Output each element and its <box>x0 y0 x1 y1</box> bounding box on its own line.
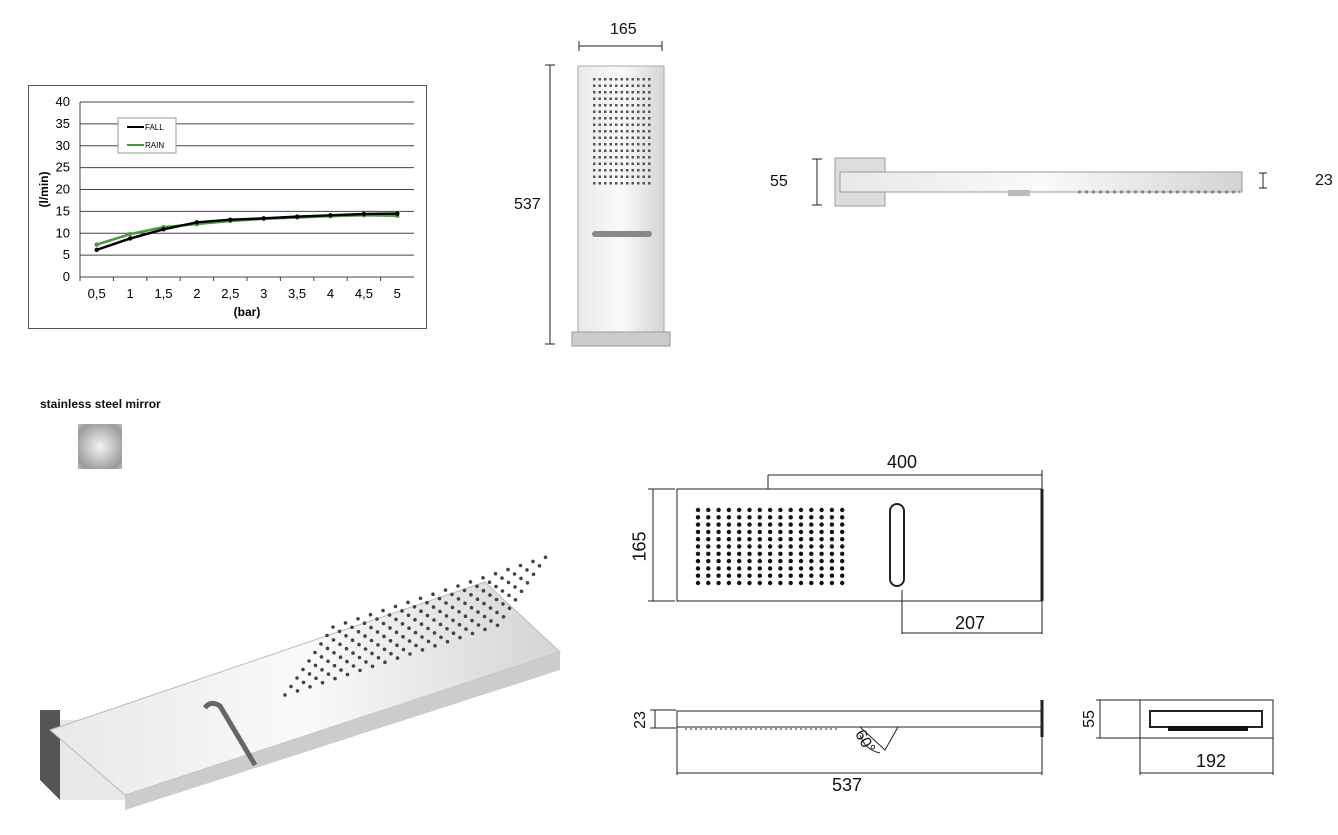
side-view-drawing <box>812 157 1267 207</box>
end-width-dimension: 192 <box>1196 751 1227 771</box>
side-thickness-dimension: 23 <box>1315 172 1333 189</box>
product-perspective-image <box>40 555 561 810</box>
front-view-drawing <box>545 41 671 347</box>
bottom-view-drawing <box>650 700 1044 775</box>
front-height-dimension: 537 <box>514 196 541 213</box>
top-width-dimension: 165 <box>629 531 650 562</box>
end-view-drawing <box>1096 699 1274 775</box>
finish-label: stainless steel mirror <box>40 397 161 411</box>
end-height-dimension: 55 <box>1080 710 1098 728</box>
bottom-thickness-dimension: 23 <box>631 711 649 729</box>
top-offset-dimension: 207 <box>955 613 986 633</box>
flow-rate-chart <box>28 85 427 329</box>
front-width-dimension: 165 <box>610 21 637 38</box>
top-view-drawing <box>648 470 1044 634</box>
finish-swatch[interactable] <box>78 424 122 469</box>
top-length-dimension: 400 <box>887 452 918 472</box>
bottom-length-dimension: 537 <box>832 775 863 795</box>
side-height-dimension: 55 <box>770 173 788 190</box>
